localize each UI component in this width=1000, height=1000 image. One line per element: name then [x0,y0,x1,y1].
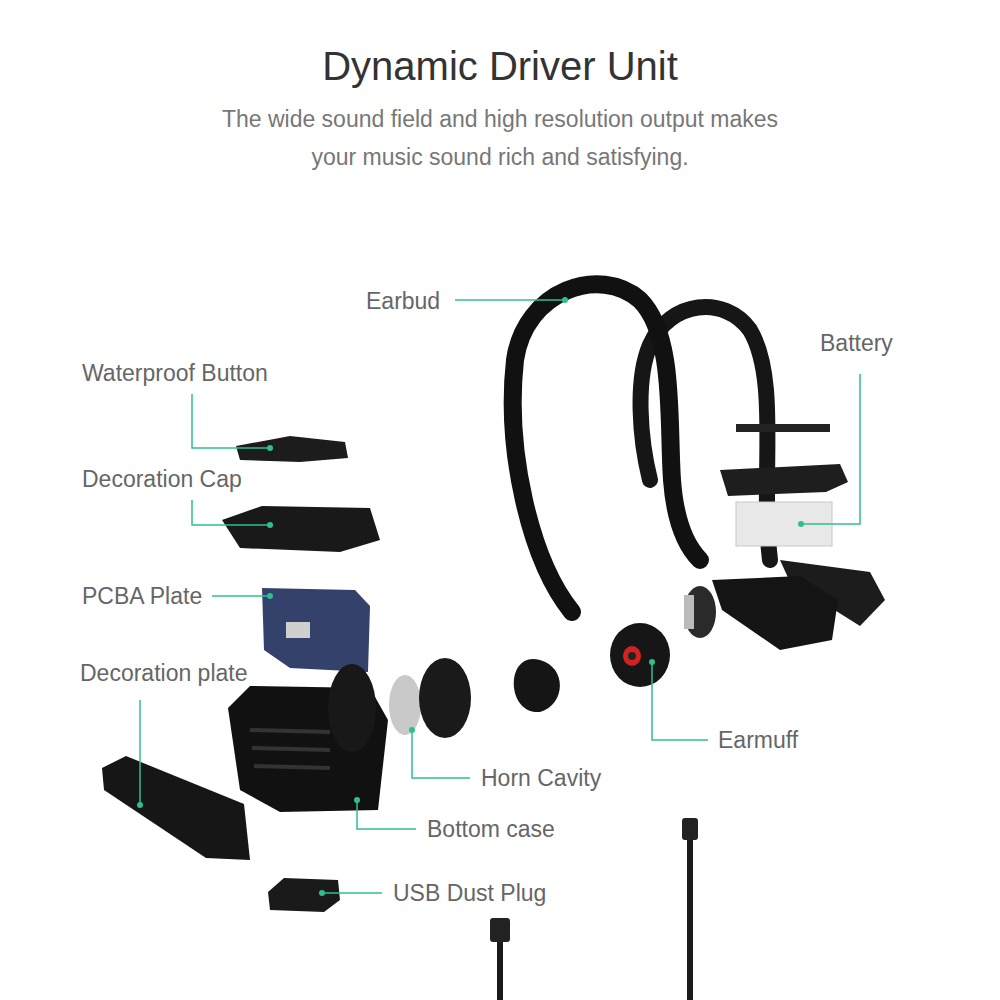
driver-ring [684,595,694,629]
leader-lines [140,300,860,893]
usb-port [286,622,310,638]
page-caption: The wide sound field and high resolution… [200,100,800,176]
leader-line [192,500,270,525]
cable [497,935,503,1000]
part-label: Decoration plate [80,660,248,687]
earmuff [610,623,670,687]
leader-dot [649,659,655,665]
part-label: Horn Cavity [481,765,601,792]
leader-dot [354,797,360,803]
part-label: Battery [820,330,893,357]
horn-cavity-back [328,664,376,752]
earmuff-core [623,646,641,666]
right-housing [712,576,838,650]
ear-hook [513,284,700,612]
top-cap [720,464,848,496]
case-slots [250,730,330,768]
part-label: USB Dust Plug [393,880,546,907]
leader-line [412,730,470,778]
usb-dust-plug [268,878,340,912]
leader-dot [137,802,143,808]
leader-dot [267,593,273,599]
leader-line [322,892,382,894]
page-title: Dynamic Driver Unit [0,44,1000,89]
part-label: Waterproof Button [82,360,268,387]
earmuff-hole [628,652,636,660]
decoration-cap [222,506,380,552]
leader-dot [267,522,273,528]
leader-dot [798,521,804,527]
leader-line [139,700,141,805]
leader-line [801,374,860,524]
leader-line [357,800,416,829]
cable-end [682,818,698,840]
leader-dot [409,727,415,733]
leader-dot [562,297,568,303]
pcba-plate [262,588,370,672]
decoration-plate [102,756,250,860]
cable [687,835,693,1000]
leader-dots [137,297,804,896]
part-label: Bottom case [427,816,555,843]
part-label: Earbud [366,288,440,315]
cable-end [490,918,510,942]
leader-line [212,595,270,597]
leader-line [455,299,565,301]
leader-line [652,662,708,740]
part-label: Earmuff [718,727,798,754]
part-label: Decoration Cap [82,466,242,493]
horn-cavity [389,675,421,735]
driver [684,586,716,638]
horn-cavity-front [419,658,471,738]
ear-tip [514,659,560,712]
leader-line [192,394,270,448]
waterproof-button [236,436,348,462]
part-label: PCBA Plate [82,583,202,610]
battery-plate [736,424,830,432]
leader-dot [267,445,273,451]
leader-dot [319,890,325,896]
